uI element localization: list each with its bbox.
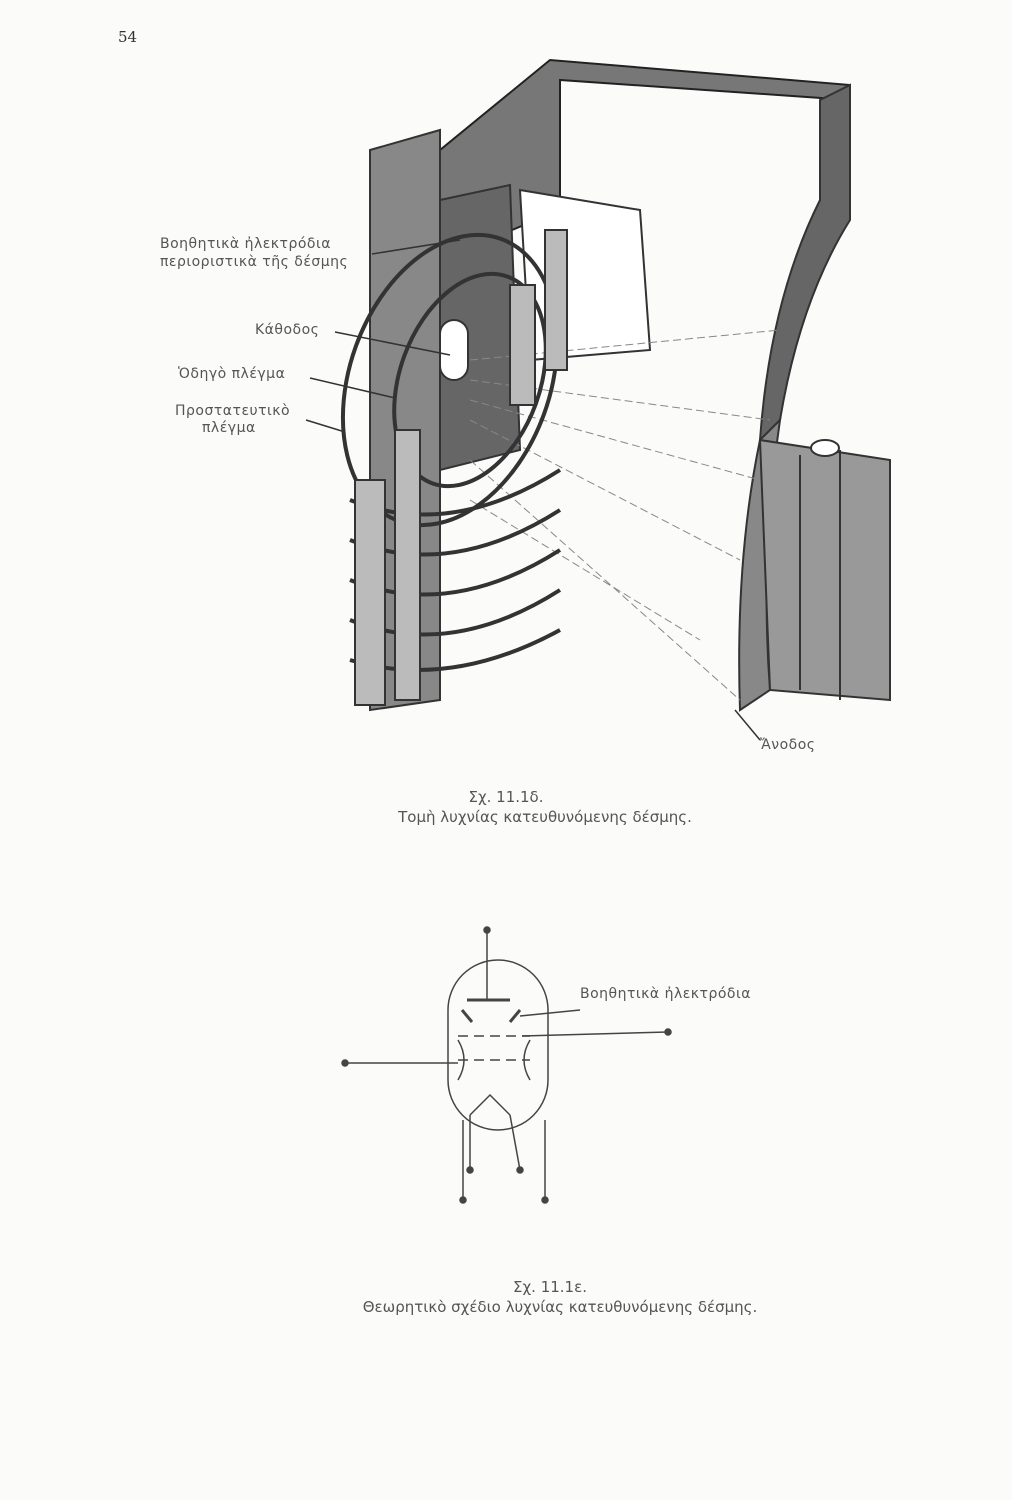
label-screen-grid-1: Προστατευτικὸ [175, 403, 291, 419]
tube-schematic [341, 926, 672, 1204]
label-aux-electrodes-2: περιοριστικὰ τῆς δέσμης [160, 254, 349, 270]
anode-shell [369, 58, 891, 712]
figure-e-caption: Θεωρητικὸ σχέδιο λυχνίας κατευθυνόμενης … [362, 1298, 758, 1316]
label-anode: Ἄνοδος [760, 737, 816, 753]
figure-e-number: Σχ. 11.1ε. [513, 1278, 587, 1296]
label-aux-electrodes-schematic: Βοηθητικὰ ἠλεκτρόδια [580, 986, 751, 1002]
label-cathode: Κάθοδος [255, 322, 320, 338]
cathode-shape [439, 319, 469, 381]
leader-lines [305, 239, 761, 741]
page-number: 54 [118, 28, 138, 46]
support-rods [354, 229, 568, 706]
label-aux-electrodes-1: Βοηθητικὰ ἠλεκτρόδια [160, 236, 331, 252]
label-screen-grid-2: πλέγμα [202, 420, 256, 436]
figure-d-caption: Τομὴ λυχνίας κατευθυνόμενης δέσμης. [398, 808, 692, 826]
figure-d-number: Σχ. 11.1δ. [468, 788, 544, 806]
label-control-grid: Ὁδηγὸ πλέγμα [178, 366, 286, 382]
